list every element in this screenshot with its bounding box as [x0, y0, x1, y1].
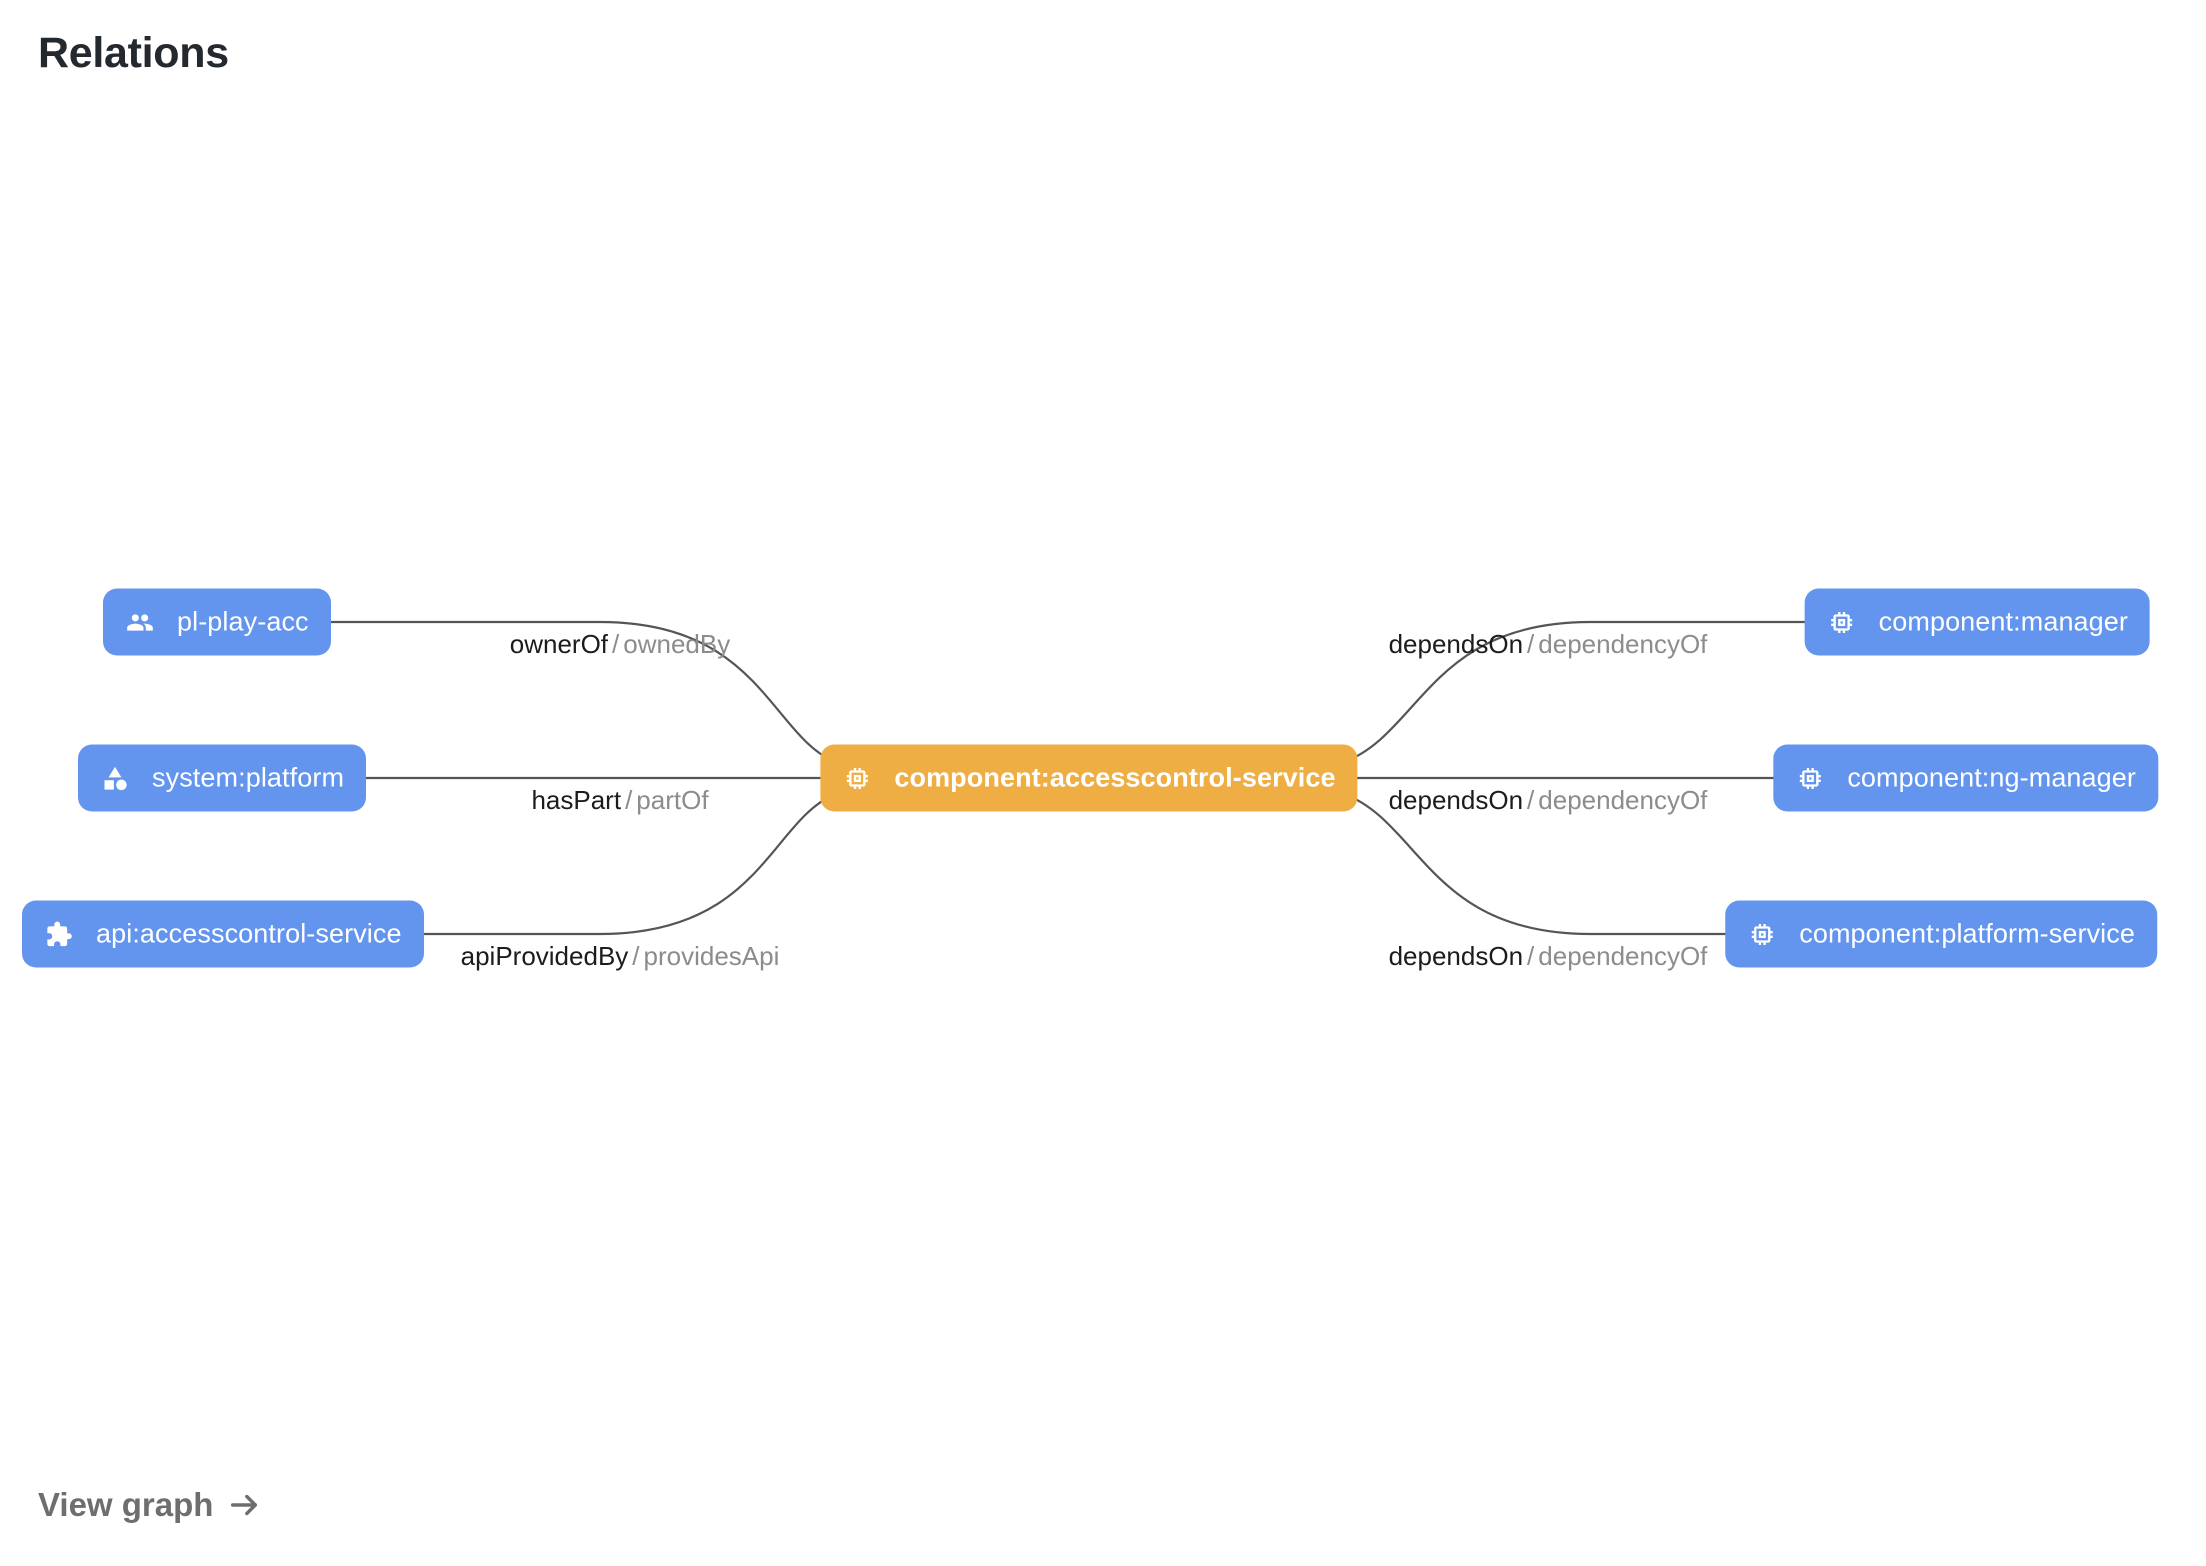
- graph-node-label: component:accesscontrol-service: [894, 762, 1336, 793]
- view-graph-label: View graph: [38, 1486, 214, 1523]
- memory-icon: [1747, 919, 1777, 949]
- relation-separator: /: [612, 629, 620, 659]
- memory-icon: [842, 763, 872, 793]
- memory-icon: [1827, 607, 1857, 637]
- relation-reverse: partOf: [636, 785, 709, 815]
- relation-forward: hasPart: [531, 785, 622, 815]
- graph-node-label: pl-play-acc: [177, 606, 309, 637]
- graph-node-label: api:accesscontrol-service: [96, 918, 402, 949]
- relation-separator: /: [1527, 941, 1535, 971]
- edge-label-edge-haspart: hasPart/partOf: [531, 787, 708, 813]
- relation-reverse: ownedBy: [623, 629, 731, 659]
- relation-reverse: dependencyOf: [1538, 941, 1708, 971]
- extension-icon: [44, 919, 74, 949]
- graph-edge: [410, 792, 836, 936]
- relation-reverse: providesApi: [643, 941, 780, 971]
- memory-icon: [1795, 763, 1825, 793]
- relation-forward: apiProvidedBy: [460, 941, 629, 971]
- graph-node-label: component:manager: [1878, 606, 2128, 637]
- graph-node-label: component:ng-manager: [1847, 762, 2136, 793]
- graph-node-label: system:platform: [152, 762, 345, 793]
- graph-node-api-accesscontrol-service[interactable]: api:accesscontrol-service: [22, 900, 424, 968]
- relation-separator: /: [625, 785, 633, 815]
- graph-node-component-platform-service[interactable]: component:platform-service: [1725, 900, 2157, 968]
- relation-separator: /: [1527, 785, 1535, 815]
- category-icon: [100, 763, 130, 793]
- graph-node-system-platform[interactable]: system:platform: [78, 744, 367, 812]
- graph-node-label: component:platform-service: [1799, 918, 2135, 949]
- edge-label-edge-apiprovidedby: apiProvidedBy/providesApi: [461, 943, 780, 969]
- arrow-right-icon: [227, 1488, 261, 1522]
- relation-forward: dependsOn: [1388, 941, 1524, 971]
- graph-node-component-ng-manager[interactable]: component:ng-manager: [1773, 744, 2158, 812]
- relation-forward: dependsOn: [1388, 629, 1524, 659]
- relation-reverse: dependencyOf: [1538, 629, 1708, 659]
- relation-forward: dependsOn: [1388, 785, 1524, 815]
- page-title: Relations: [38, 29, 229, 77]
- relation-separator: /: [1527, 629, 1535, 659]
- relation-reverse: dependencyOf: [1538, 785, 1708, 815]
- relation-forward: ownerOf: [509, 629, 609, 659]
- graph-node-component-accesscontrol-service[interactable]: component:accesscontrol-service: [820, 744, 1358, 812]
- graph-edge: [1343, 792, 1765, 936]
- edge-label-edge-dependson-ng-manager: dependsOn/dependencyOf: [1389, 787, 1708, 813]
- view-graph-link[interactable]: View graph: [38, 1486, 261, 1524]
- graph-node-component-manager[interactable]: component:manager: [1804, 588, 2150, 656]
- edge-label-edge-dependson-manager: dependsOn/dependencyOf: [1389, 631, 1708, 657]
- group-icon: [125, 607, 155, 637]
- relation-separator: /: [632, 941, 640, 971]
- graph-node-pl-play-acc[interactable]: pl-play-acc: [103, 588, 331, 656]
- edge-label-edge-dependson-platform-service: dependsOn/dependencyOf: [1389, 943, 1708, 969]
- edge-label-edge-ownerof: ownerOf/ownedBy: [510, 631, 730, 657]
